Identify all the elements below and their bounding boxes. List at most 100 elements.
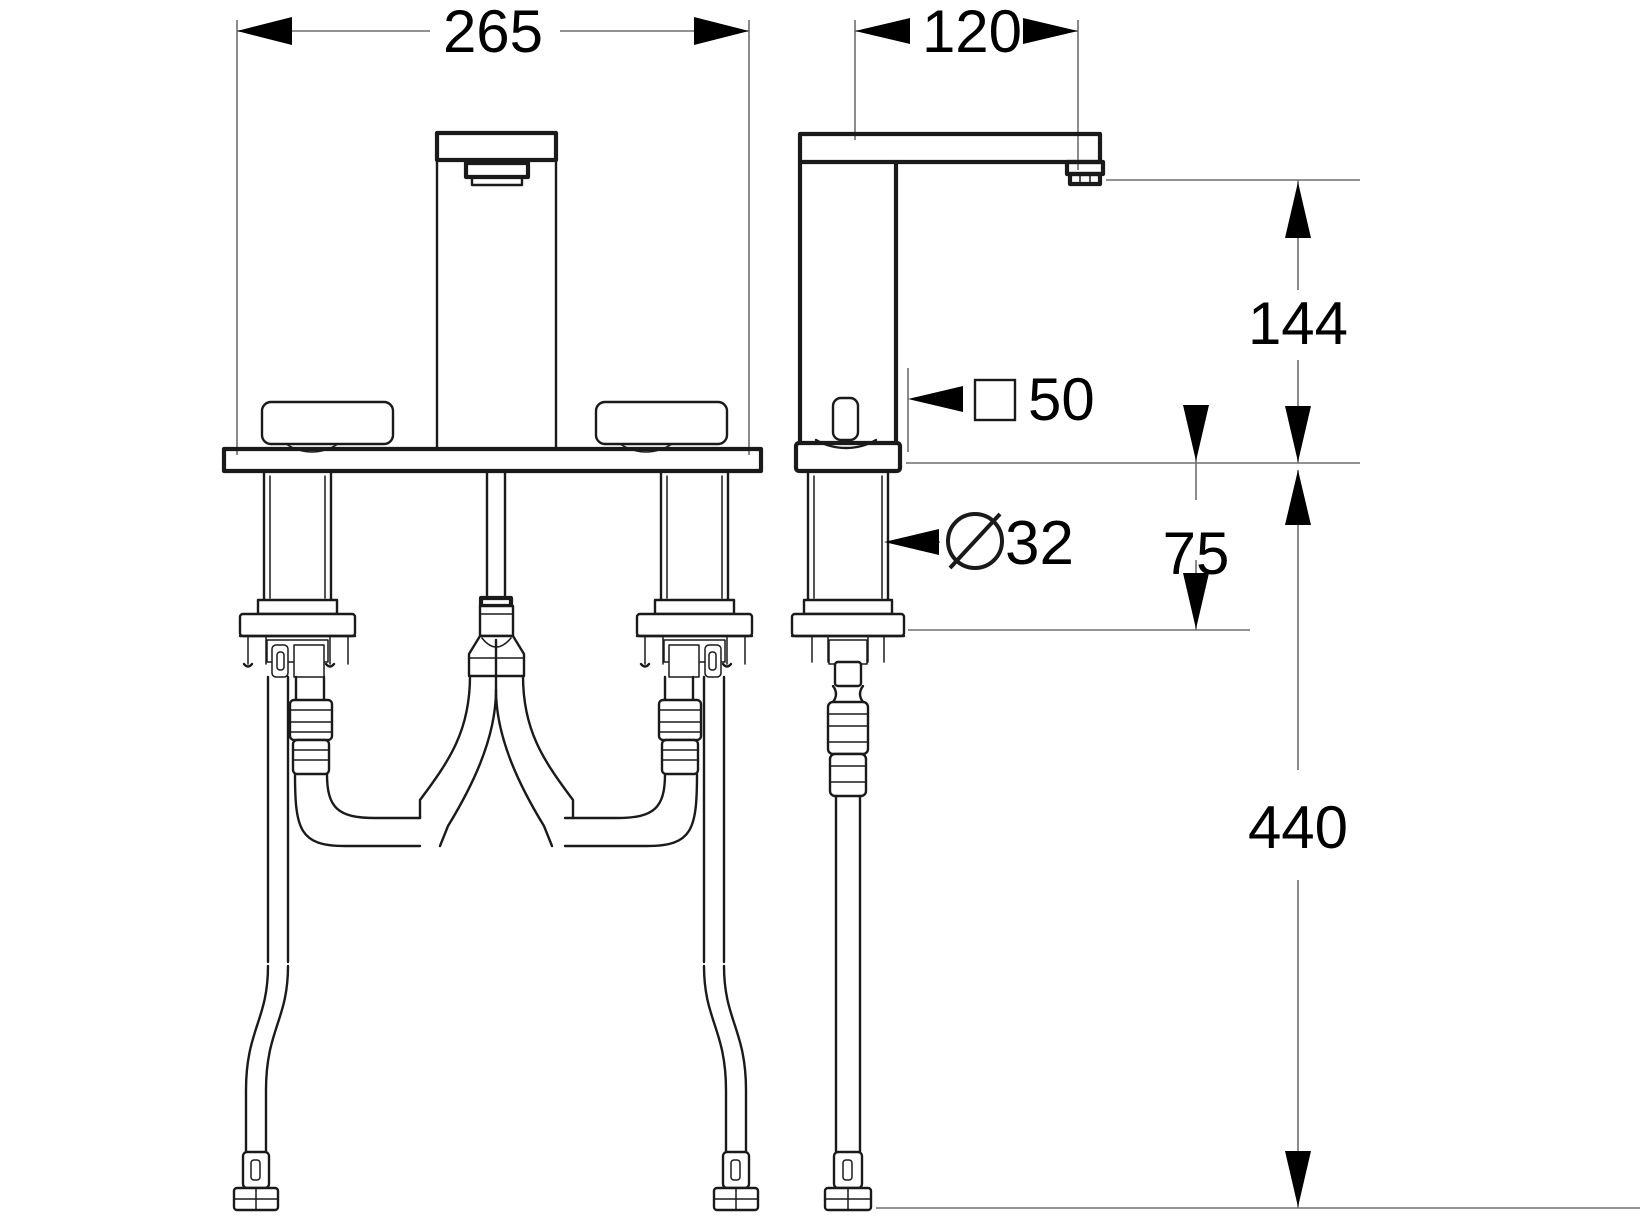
callout-value-50: 50	[1028, 366, 1095, 433]
body-column	[797, 159, 899, 446]
shank-right-inner	[666, 475, 723, 599]
dimension-value-75: 75	[1163, 520, 1230, 587]
tee-hose-right-outer	[521, 674, 575, 820]
dimension-spout-projection: 120	[854, 0, 1079, 170]
spout-sides	[435, 158, 558, 451]
tee-connector	[418, 469, 575, 848]
arrowhead-bottom	[1285, 406, 1311, 462]
body-column-sides	[797, 159, 899, 446]
flex-hose-left-inner	[325, 772, 422, 820]
arrowhead-top	[1285, 182, 1311, 238]
arrowhead-left	[237, 17, 292, 45]
nut-right-body	[635, 612, 754, 638]
aerator-lower	[470, 175, 524, 187]
shank-sides	[806, 469, 890, 602]
spout-arm	[797, 131, 1106, 187]
coupling-taper	[831, 684, 865, 704]
fitting-left-nut-lines	[233, 1187, 279, 1211]
shank-left-inner	[269, 475, 326, 599]
tee-nut	[478, 604, 515, 638]
flex-hose-left	[293, 772, 422, 848]
supply-tube-right	[702, 675, 760, 1212]
flex-hose-left-outer	[293, 772, 422, 848]
arrowhead-440-bottom	[1285, 1151, 1311, 1207]
callout-32-arrowhead	[884, 529, 939, 555]
tee-hose-right-inner	[494, 688, 554, 848]
arrowhead-bottom-outside	[1183, 573, 1209, 629]
mounting-nut	[790, 612, 906, 688]
hose-end-fitting	[823, 1150, 873, 1212]
dimension-overall-width: 265	[236, 0, 750, 455]
supply-tube-left-bend	[244, 964, 290, 1154]
fitting-right-nut-lines	[713, 1187, 759, 1211]
flex-hose-right-inner	[563, 772, 667, 820]
supply-tube-left	[232, 675, 290, 1212]
fitting-hole	[842, 1159, 853, 1181]
diameter-symbol-slash	[948, 512, 1002, 570]
base-escutcheon	[793, 438, 903, 474]
arrowhead-right	[694, 17, 749, 45]
supply-tube-right-bend	[702, 964, 748, 1154]
coupling-right-ribs-b	[661, 749, 699, 761]
dimension-value-144: 144	[1248, 290, 1348, 357]
aerator-upper	[463, 160, 531, 180]
hose-end-fitting-right	[712, 1150, 760, 1212]
coupling-left-ribs-a	[289, 709, 333, 733]
coupling-right-neck	[663, 675, 695, 702]
nut-ribs	[811, 635, 885, 663]
nut-left-hole	[276, 651, 285, 671]
nut-left-slot-b	[293, 644, 325, 678]
fitting-nut-lines	[824, 1187, 872, 1211]
callout-body-square: 50	[907, 366, 1095, 452]
coupling-ribs-a	[827, 713, 869, 743]
coupling-left	[288, 675, 334, 776]
mounting-nut-left	[238, 612, 357, 678]
nut-right-slot-a	[668, 644, 700, 678]
shank-left-sides	[262, 469, 333, 602]
supply-tube-right-sides	[702, 675, 726, 964]
coupling-left-hex-a	[288, 698, 334, 742]
dimension-hose-length: 440	[876, 470, 1640, 1209]
nut-left-edges	[238, 634, 357, 668]
arrowhead-top-outside	[1183, 405, 1209, 461]
coupling-ribs-b	[829, 765, 867, 783]
hose-coupling	[826, 684, 870, 798]
diameter-symbol-circle	[946, 512, 1004, 570]
nut-right-ribs	[644, 635, 746, 665]
arrowhead-right	[1023, 18, 1078, 44]
handle-left-body	[260, 400, 395, 446]
supply-tube-left-sides	[266, 675, 290, 964]
dimension-value-120: 120	[922, 0, 1022, 65]
nut-right-hole	[708, 651, 717, 671]
aerator-outlet	[463, 160, 531, 187]
tee-stem	[485, 469, 507, 600]
coupling-left-hex-b	[291, 738, 331, 776]
aerator-side-ribs	[1079, 173, 1091, 185]
nut-left-ribs	[247, 635, 349, 665]
shank-inner	[813, 475, 883, 599]
lever-stub	[831, 396, 860, 442]
coupling-hex-b	[828, 752, 868, 798]
hose-end-fitting-left	[232, 1150, 280, 1212]
aerator-outlet-side	[1064, 159, 1106, 187]
spout-column	[434, 130, 559, 451]
aerator-side-upper	[1064, 159, 1106, 177]
nut-right-edges	[635, 634, 754, 668]
arrowhead-440-top	[1285, 470, 1311, 525]
flex-hose-right-outer	[563, 772, 699, 848]
side-view	[790, 131, 1106, 1212]
nut-left-body	[238, 612, 357, 638]
nut-body	[790, 612, 906, 638]
nut-spigot	[833, 660, 863, 688]
front-view	[221, 130, 764, 1212]
fitting-right-hole	[730, 1159, 741, 1181]
supply-hose	[823, 794, 873, 1212]
coupling-right	[657, 675, 703, 776]
square-section-symbol	[973, 378, 1017, 422]
tee-hose-left-inner	[438, 688, 498, 848]
escutcheon-body	[793, 440, 903, 474]
tee-hose-left-outer	[418, 674, 472, 820]
shank-right-sides	[659, 469, 730, 602]
dimension-shank-length: 75	[908, 405, 1250, 631]
